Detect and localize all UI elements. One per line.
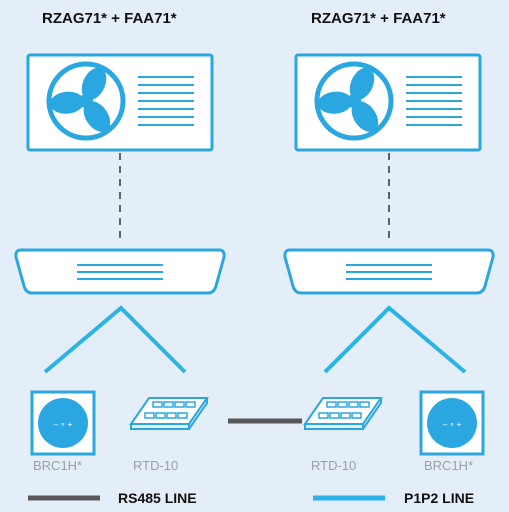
- system-2-title: RZAG71* + FAA71*: [311, 10, 446, 27]
- system-1-title: RZAG71* + FAA71*: [42, 10, 177, 27]
- device-label-rtd10-1: RTD-10: [133, 458, 179, 473]
- device-label-rtd10-2: RTD-10: [311, 458, 357, 473]
- indoor-unit-1: [14, 248, 226, 295]
- device-label-brc1h-2: BRC1H*: [424, 458, 474, 473]
- legend-rs485-label: RS485 LINE: [118, 490, 197, 506]
- legend-p1p2-label: P1P2 LINE: [404, 490, 475, 506]
- rtd-module-2: [304, 397, 382, 430]
- p1p2-connection-1: [43, 305, 187, 374]
- p1p2-connection-2: [323, 305, 467, 374]
- indoor-unit-2: [283, 248, 495, 295]
- outdoor-unit-2: [296, 55, 480, 150]
- rtd-module-1: [130, 397, 208, 430]
- remote-buttons-2: – ∘ +: [443, 420, 462, 429]
- remote-buttons-1: – ∘ +: [54, 420, 73, 429]
- device-label-brc1h-1: BRC1H*: [33, 458, 83, 473]
- outdoor-unit-1: [28, 55, 212, 150]
